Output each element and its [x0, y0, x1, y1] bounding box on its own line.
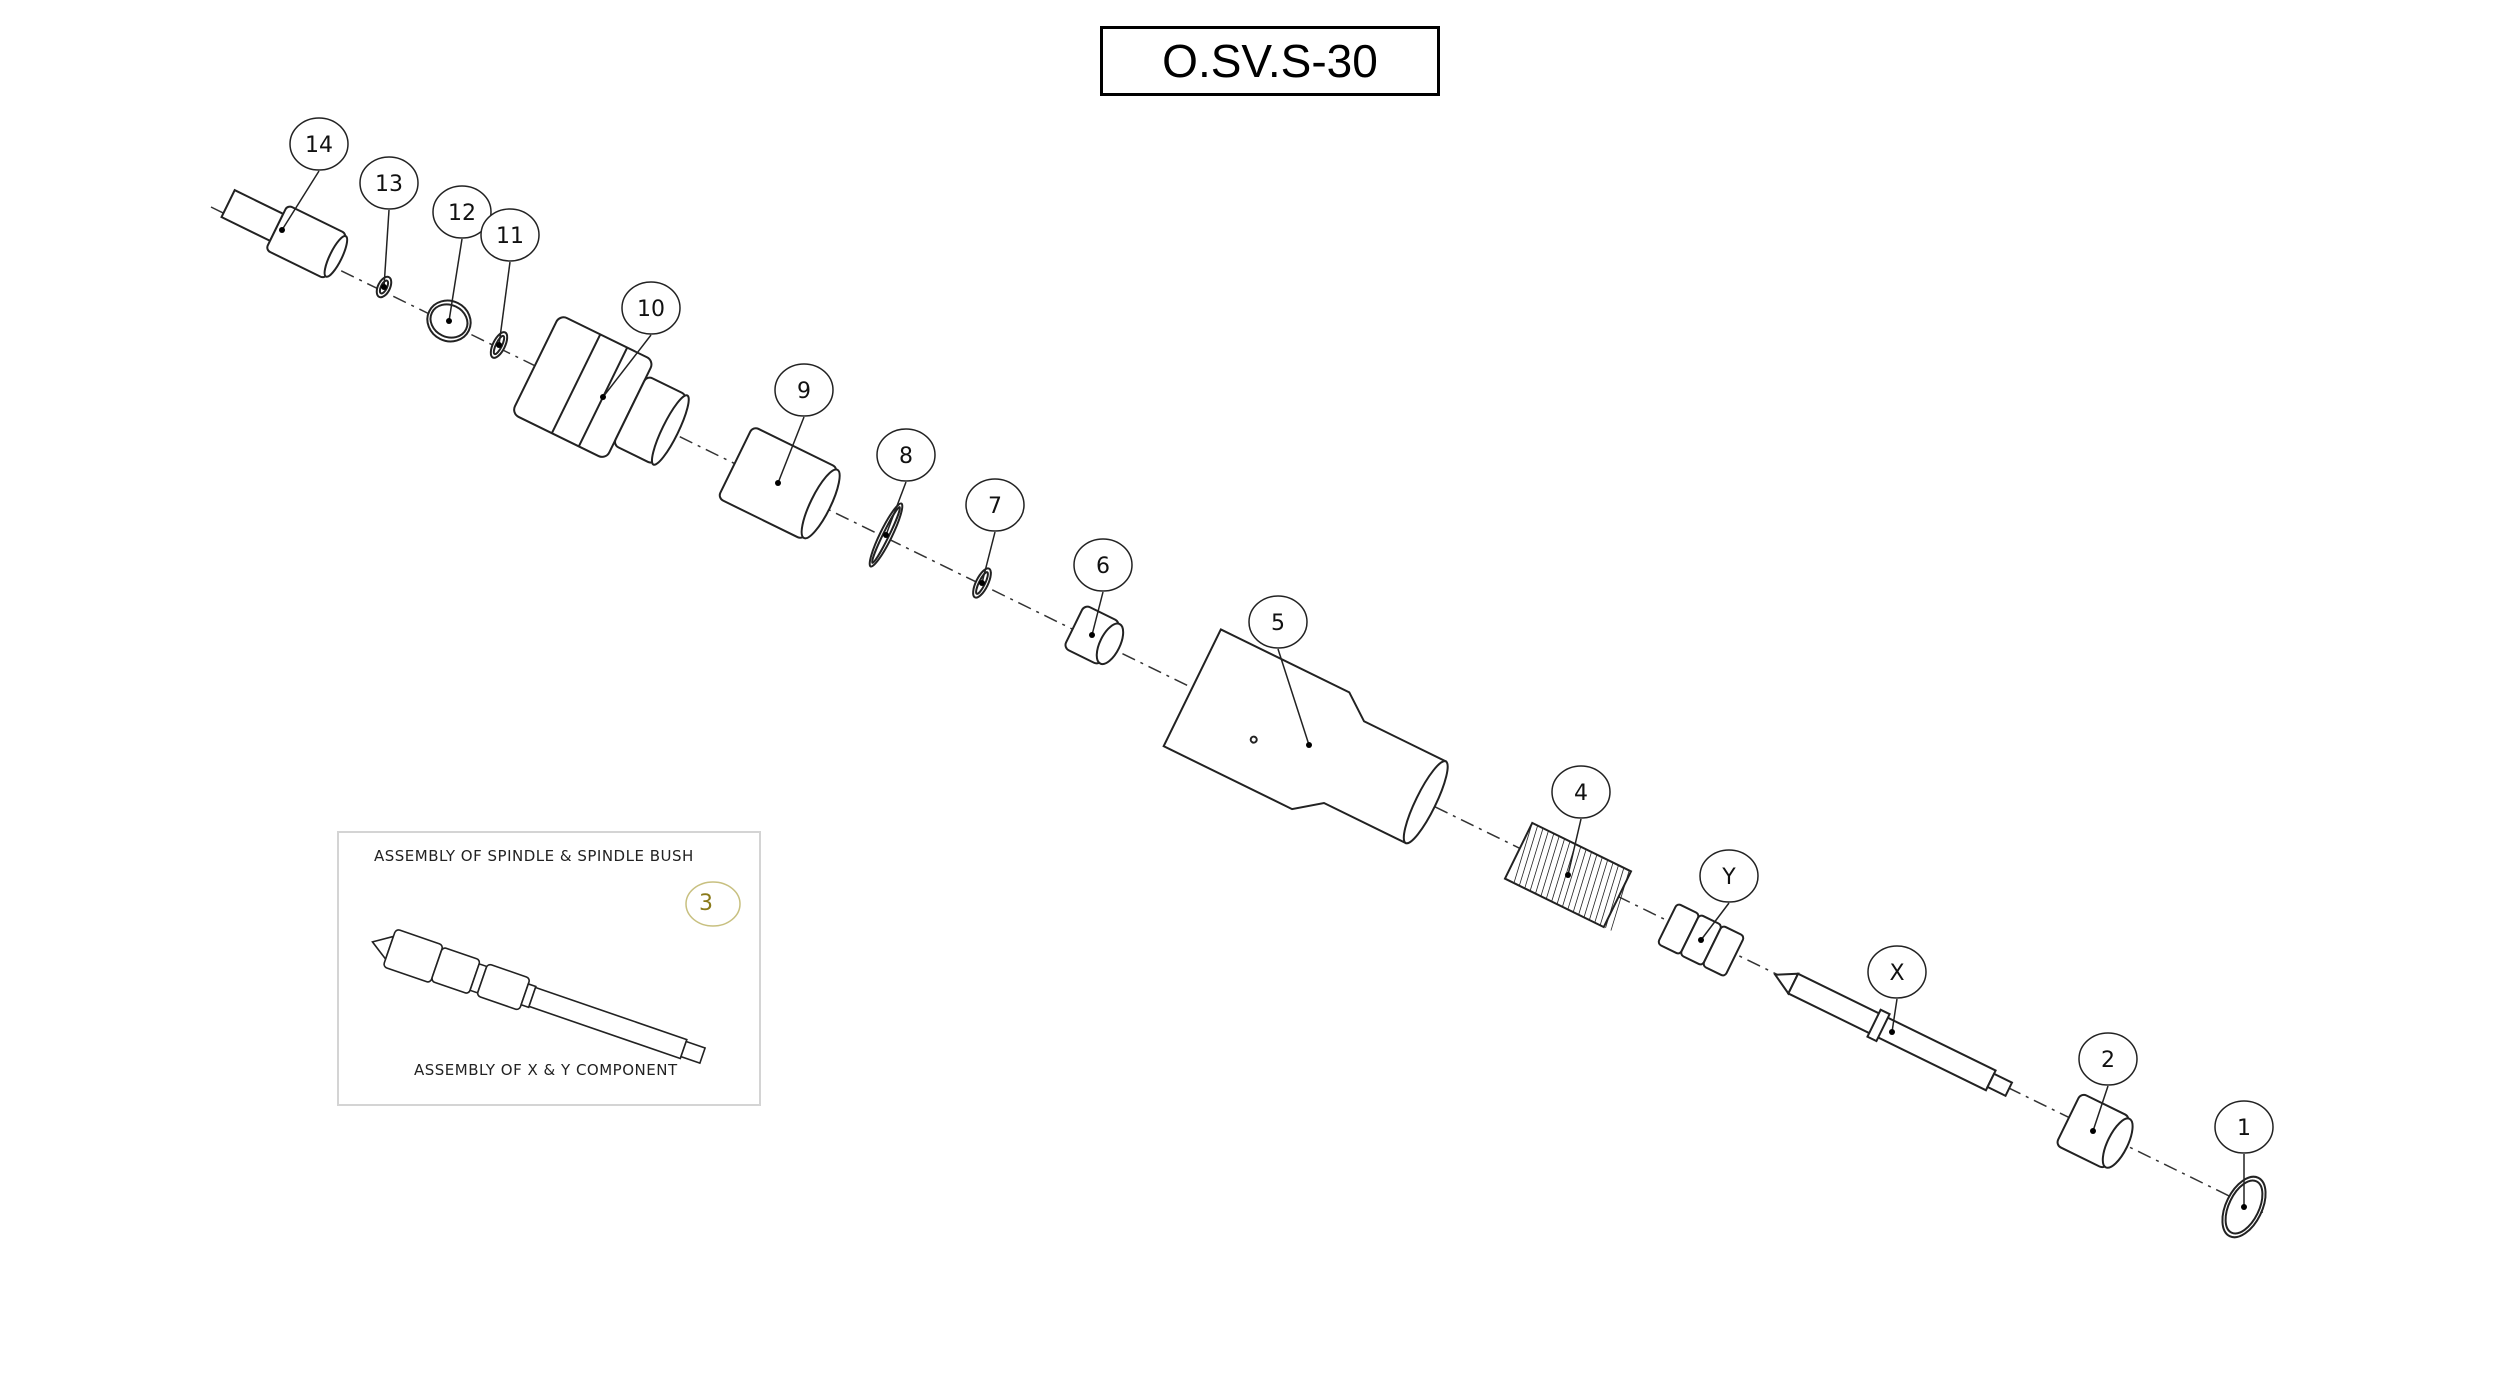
- balloon-10: 10: [600, 281, 681, 400]
- balloon-Y: Y: [1698, 849, 1759, 943]
- inset-caption: ASSEMBLY OF X & Y COMPONENT: [414, 1061, 678, 1079]
- part-2: [2056, 1093, 2134, 1169]
- balloon-11: 11: [480, 208, 540, 348]
- balloon-7: 7: [965, 478, 1025, 586]
- balloon-2: 2: [2078, 1032, 2138, 1134]
- leader-dot: [2090, 1128, 2096, 1134]
- balloon-label: 7: [988, 494, 1002, 519]
- balloon-8: 8: [876, 428, 936, 538]
- balloon-9: 9: [774, 363, 834, 486]
- leader-dot: [381, 284, 387, 290]
- leader-dot: [446, 318, 452, 324]
- leader-line: [885, 481, 907, 536]
- leader-dot: [1698, 937, 1704, 943]
- inset-balloon-label: 3: [699, 891, 714, 916]
- leader-dot: [1306, 742, 1312, 748]
- balloon-label: 1: [2237, 1116, 2251, 1141]
- part-9: [718, 427, 841, 540]
- part-4: [1503, 821, 1633, 931]
- leader-line: [448, 238, 463, 322]
- balloon-label: 14: [305, 133, 333, 158]
- part-6: [1064, 605, 1125, 666]
- leader-dot: [279, 227, 285, 233]
- leader-dot: [775, 480, 781, 486]
- leader-line: [1277, 648, 1310, 746]
- balloon-label: 12: [448, 201, 476, 226]
- drawing-title: O.SV.S-30: [1100, 26, 1440, 96]
- leader-line: [1567, 818, 1582, 876]
- inset-balloon: [685, 881, 741, 927]
- leader-line: [383, 209, 390, 288]
- balloon-label: 11: [496, 224, 524, 249]
- part-5: [1162, 628, 1449, 845]
- leader-dot: [1889, 1029, 1895, 1035]
- balloon-label: 8: [899, 444, 913, 469]
- leader-dot: [496, 342, 502, 348]
- balloon-13: 13: [359, 156, 419, 290]
- balloon-14: 14: [279, 117, 349, 233]
- leader-dot: [883, 532, 889, 538]
- balloon-4: 4: [1551, 765, 1611, 878]
- part-10: [513, 316, 690, 466]
- inset-panel: ASSEMBLY OF SPINDLE & SPINDLE BUSH 3 ASS…: [337, 831, 761, 1106]
- balloon-label: 9: [797, 379, 811, 404]
- balloon-label: 2: [2101, 1048, 2115, 1073]
- balloon-X: X: [1867, 945, 1927, 1035]
- balloon-label: 4: [1574, 781, 1588, 806]
- leader-dot: [600, 394, 606, 400]
- balloon-label: Y: [1721, 865, 1736, 890]
- leader-dot: [979, 580, 985, 586]
- leader-line: [981, 531, 996, 584]
- leader-line: [498, 261, 511, 346]
- leader-line: [602, 334, 652, 398]
- leader-dot: [1089, 632, 1095, 638]
- part-14: [220, 188, 349, 279]
- spindle-assembly-illustration: [371, 881, 741, 1065]
- balloon-6: 6: [1073, 538, 1133, 638]
- leader-line: [777, 416, 805, 484]
- leader-line: [1891, 998, 1898, 1033]
- balloon-label: 13: [375, 172, 403, 197]
- balloon-1: 1: [2214, 1100, 2274, 1210]
- leader-dot: [2241, 1204, 2247, 1210]
- inset-heading: ASSEMBLY OF SPINDLE & SPINDLE BUSH: [374, 847, 694, 865]
- balloon-label: 6: [1096, 554, 1110, 579]
- balloon-12: 12: [432, 185, 492, 324]
- leader-line: [1700, 902, 1730, 941]
- balloon-label: X: [1889, 961, 1904, 986]
- balloon-label: 5: [1271, 611, 1285, 636]
- leader-line: [1091, 591, 1104, 636]
- leader-line: [281, 170, 320, 231]
- balloon-label: 10: [637, 297, 665, 322]
- leader-line: [2092, 1085, 2109, 1132]
- balloon-5: 5: [1248, 595, 1312, 748]
- leader-dot: [1565, 872, 1571, 878]
